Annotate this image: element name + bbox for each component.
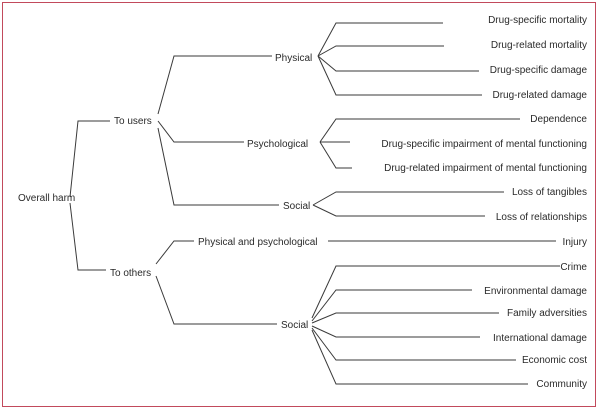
social-users-node-label: Social (283, 201, 310, 212)
edge-root-to-others (69, 202, 106, 271)
edge-others-to-physical-psychological (155, 240, 194, 265)
psychological-node-label: Psychological (247, 139, 308, 150)
leaf-economic-cost: Economic cost (522, 355, 587, 366)
edge-users-to-psychological (157, 120, 244, 143)
edge-others-to-social (155, 275, 277, 325)
leaf-crime: Crime (560, 262, 587, 273)
diagram-frame (2, 2, 596, 407)
physical-psychological-node-label: Physical and psychological (198, 237, 318, 248)
edge-root-to-users (69, 120, 110, 198)
edge-social-others-leaf-5 (311, 327, 516, 361)
edge-social-others-leaf-1 (311, 265, 560, 319)
leaf-injury: Injury (563, 237, 587, 248)
leaf-drug-specific-impairment: Drug-specific impairment of mental funct… (381, 139, 587, 150)
edge-users-to-social (157, 127, 279, 206)
edge-users-to-physical (157, 55, 272, 115)
to-users-node-label: To users (114, 116, 152, 127)
leaf-drug-related-impairment: Drug-related impairment of mental functi… (384, 163, 587, 174)
leaf-community: Community (536, 379, 587, 390)
edge-physical-leaf-1 (317, 22, 443, 57)
social-others-node-label: Social (281, 320, 308, 331)
leaf-drug-related-damage: Drug-related damage (493, 90, 588, 101)
edge-social-others-leaf-2 (311, 289, 472, 322)
edge-social-users-leaf-2 (312, 204, 485, 217)
edge-social-others-leaf-6 (311, 329, 528, 385)
leaf-loss-of-relationships: Loss of relationships (496, 212, 587, 223)
leaf-international-damage: International damage (493, 333, 587, 344)
physical-node-label: Physical (275, 53, 312, 64)
edge-psychological-leaf-3 (319, 141, 352, 169)
leaf-drug-specific-mortality: Drug-specific mortality (488, 15, 587, 26)
to-others-node-label: To others (110, 268, 151, 279)
leaf-dependence: Dependence (530, 114, 587, 125)
edge-physical-leaf-4 (317, 55, 482, 96)
edge-social-others-leaf-3 (311, 312, 499, 324)
root-node-label: Overall harm (18, 193, 75, 204)
leaf-family-adversities: Family adversities (507, 308, 587, 319)
leaf-drug-related-mortality: Drug-related mortality (491, 40, 587, 51)
leaf-drug-specific-damage: Drug-specific damage (490, 65, 588, 76)
leaf-loss-of-tangibles: Loss of tangibles (512, 187, 587, 198)
edge-psychological-leaf-1 (319, 118, 520, 143)
leaf-environmental-damage: Environmental damage (484, 286, 587, 297)
edge-social-others-leaf-4 (311, 325, 480, 338)
edge-social-users-leaf-1 (312, 191, 504, 206)
edge-physical-leaf-2 (317, 45, 444, 57)
edge-physical-leaf-3 (317, 55, 479, 72)
